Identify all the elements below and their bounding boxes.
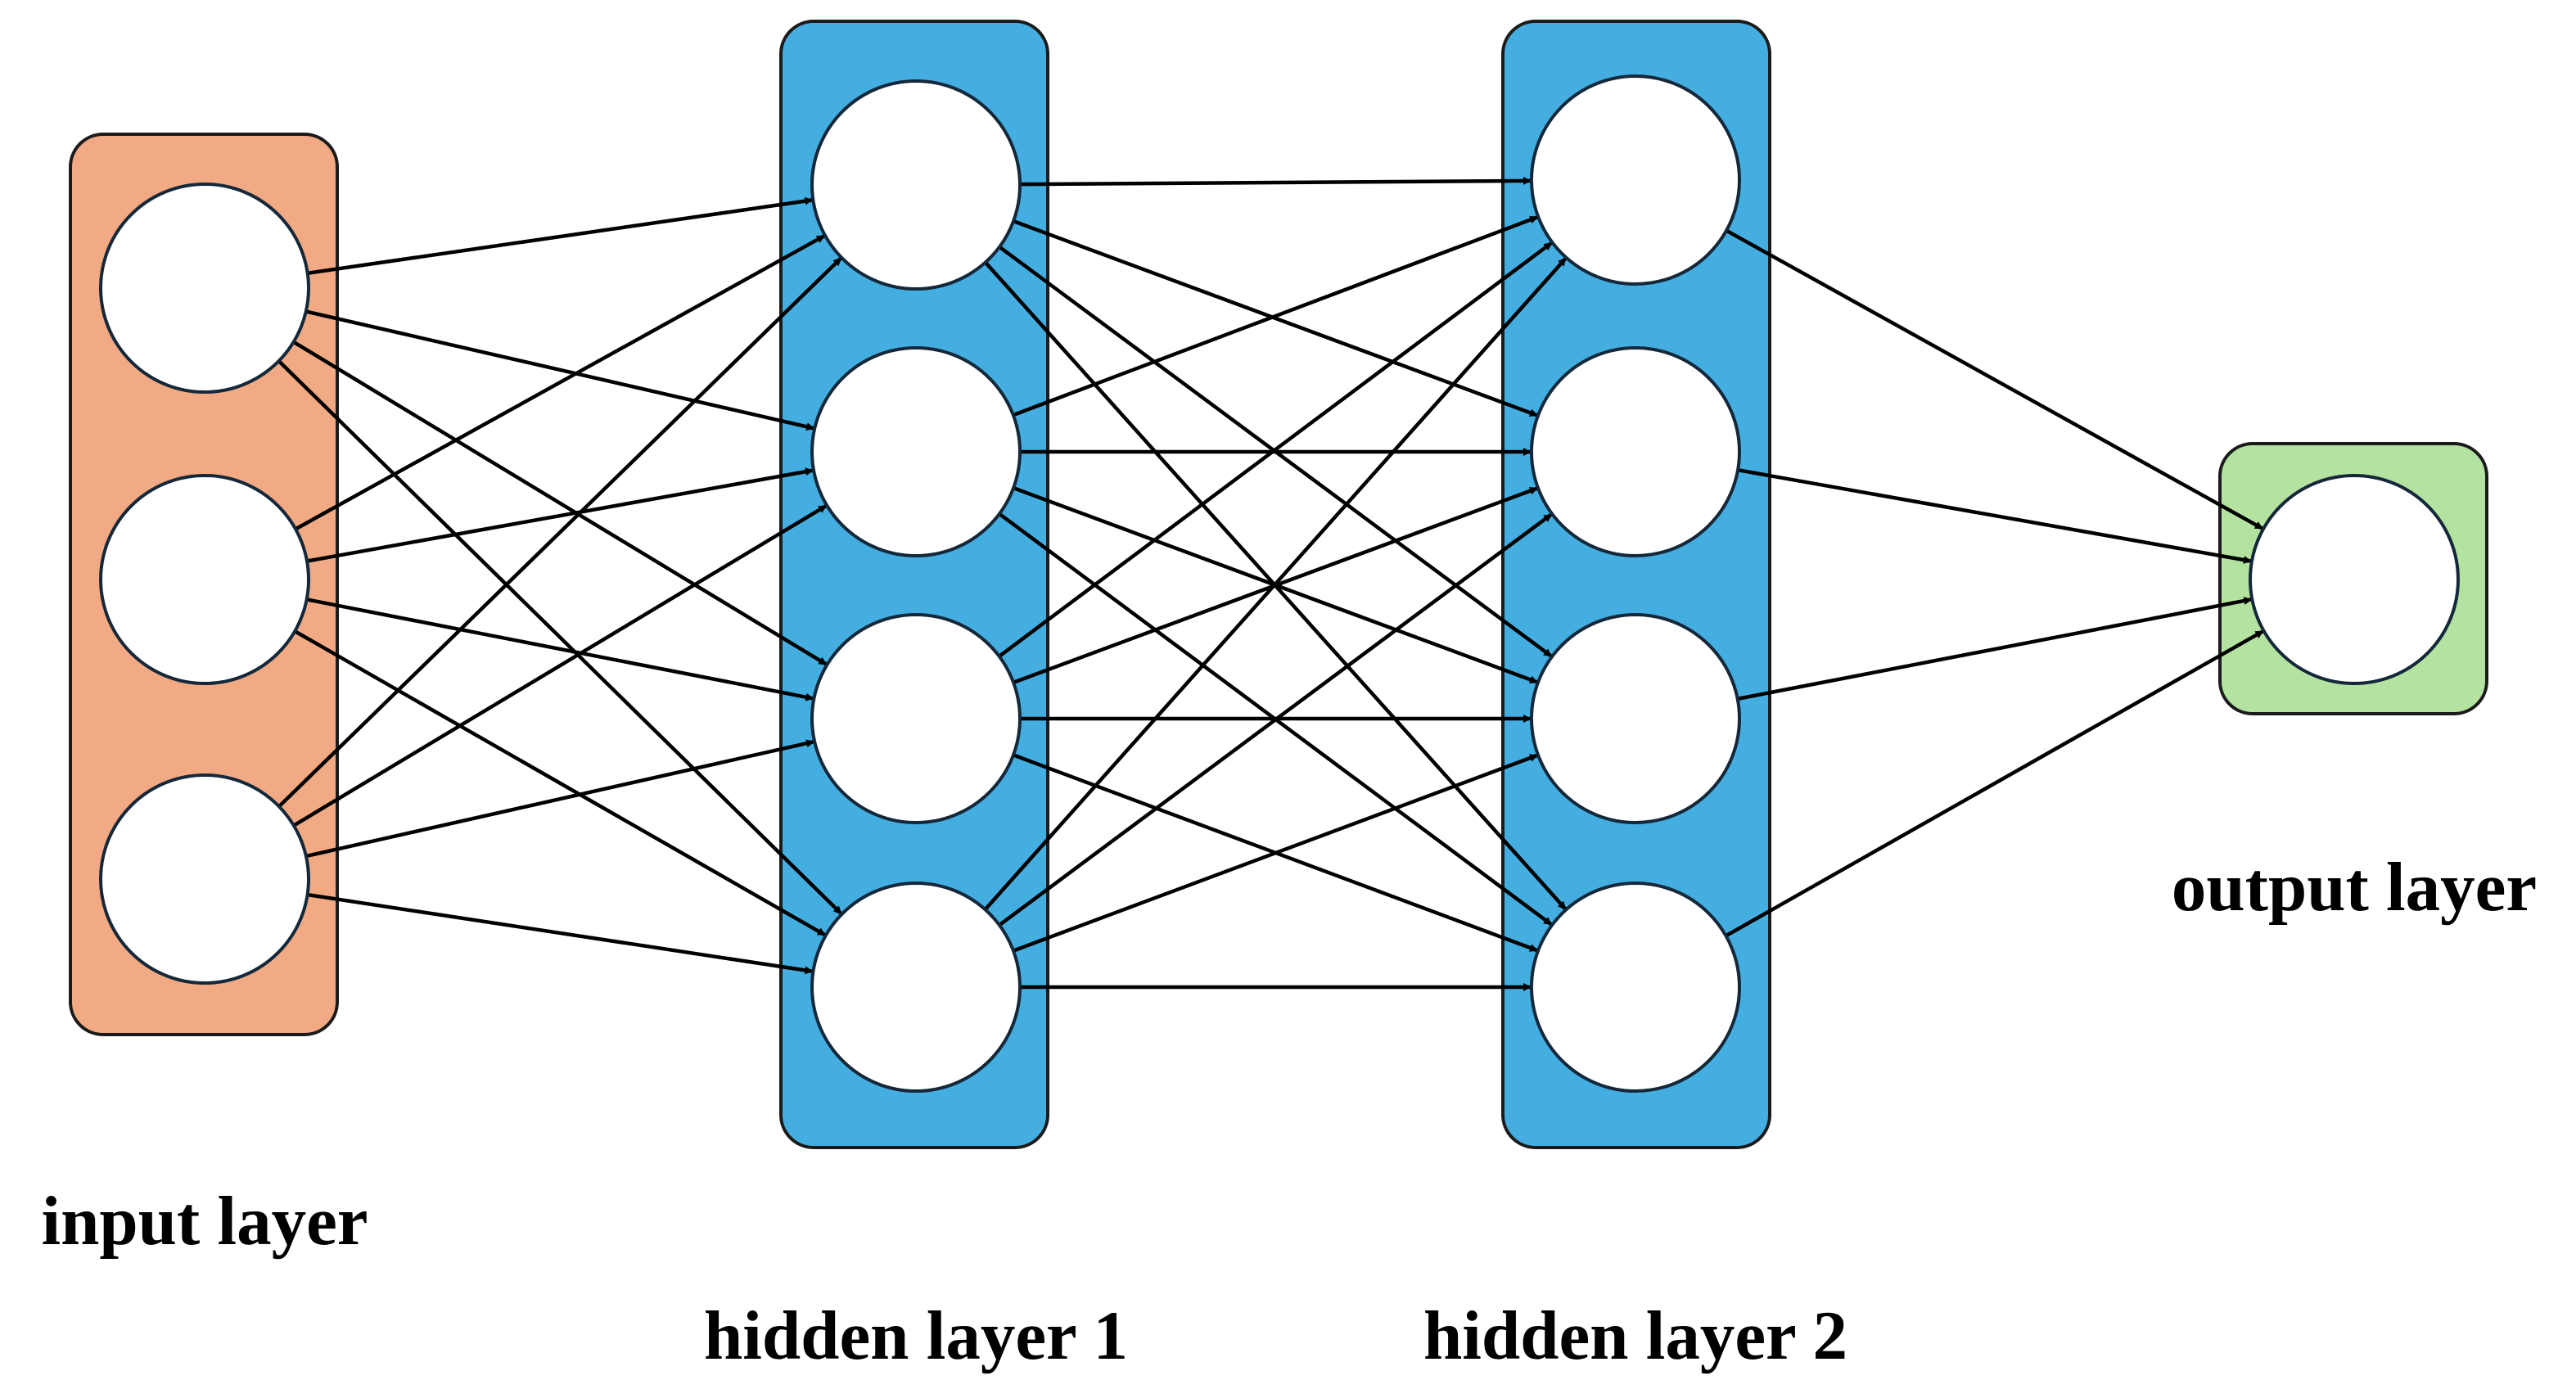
hidden-layer-2-neurons <box>1530 74 1741 1093</box>
connection-arrow <box>277 256 842 808</box>
hidden-2-neuron <box>1530 74 1741 286</box>
connection-arrow <box>292 503 828 828</box>
hidden-layer-1-box <box>779 20 1049 1149</box>
connection-arrow <box>306 598 814 701</box>
hidden-1-neuron <box>810 613 1022 824</box>
hidden-1-neuron <box>810 79 1022 291</box>
input-neuron <box>99 183 310 394</box>
input-neuron <box>99 773 310 985</box>
connection-arrow <box>306 467 814 563</box>
connection-arrow <box>1013 215 1539 417</box>
hidden-1-neuron <box>810 346 1022 557</box>
connection-arrow <box>1013 753 1539 953</box>
connection-arrow <box>277 359 843 915</box>
hidden-2-neuron <box>1530 346 1741 557</box>
connections <box>277 176 2264 991</box>
hidden-layer-1-label: hidden layer 1 <box>704 1297 1128 1374</box>
hidden-layer-2-box <box>1501 20 1771 1149</box>
hidden-2-neuron <box>1530 882 1741 1093</box>
output-layer-label: output layer <box>2172 849 2537 926</box>
hidden-layer-1-neurons <box>810 79 1022 1093</box>
output-neuron <box>2249 474 2460 685</box>
connection-arrow <box>294 629 827 937</box>
connection-arrow <box>1737 597 2253 701</box>
output-neurons <box>2249 474 2460 685</box>
connection-arrow <box>1737 468 2252 564</box>
connection-arrow <box>1013 219 1538 417</box>
connection-arrow <box>1725 228 2264 530</box>
connection-arrow <box>305 309 815 431</box>
connection-arrow <box>307 892 814 975</box>
connection-arrow <box>998 512 1553 927</box>
connection-arrow <box>307 196 814 276</box>
input-neurons <box>99 183 310 985</box>
input-layer-label: input layer <box>41 1183 368 1260</box>
connection-arrow <box>1725 629 2264 938</box>
hidden-1-neuron <box>810 882 1022 1093</box>
connection-arrow <box>998 241 1553 658</box>
connection-arrow <box>305 739 815 859</box>
hidden-layer-2-label: hidden layer 2 <box>1423 1297 1847 1374</box>
connection-arrow <box>1019 176 1532 187</box>
hidden-2-neuron <box>1530 613 1741 824</box>
connection-arrow <box>294 234 826 531</box>
connection-arrow <box>292 340 828 666</box>
connection-arrow <box>983 257 1568 911</box>
input-neuron <box>99 474 310 685</box>
